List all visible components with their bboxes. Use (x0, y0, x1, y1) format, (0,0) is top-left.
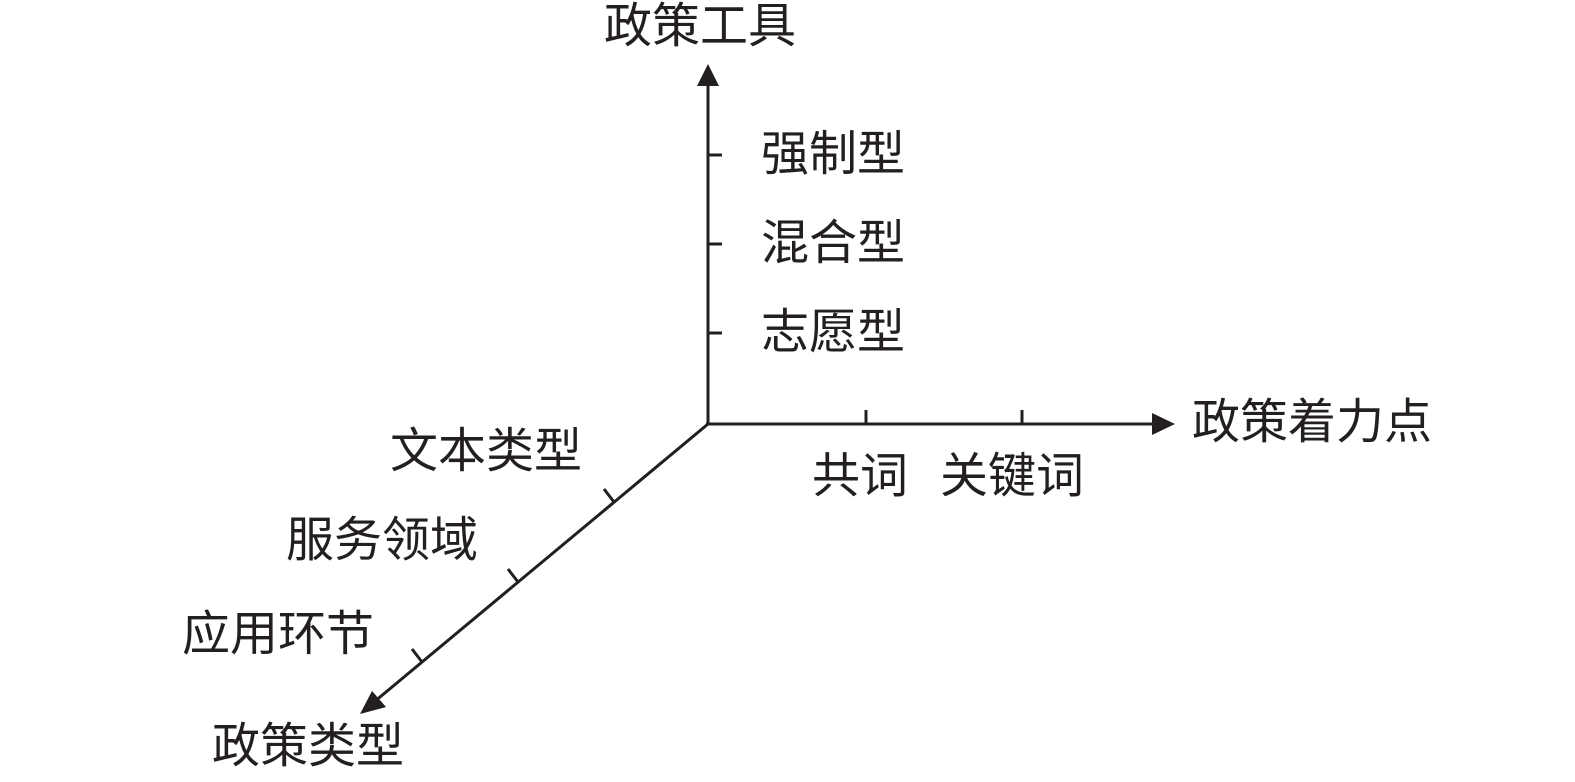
vertical-tick-label-2: 混合型 (761, 215, 906, 271)
vertical-tick-label-1: 强制型 (761, 126, 906, 182)
horizontal-axis-title: 政策着力点 (1192, 394, 1433, 450)
depth-tick-label-3: 应用环节 (182, 606, 375, 662)
depth-axis-arrow (360, 691, 386, 714)
depth-tick-1 (602, 488, 616, 503)
vertical-axis-title: 政策工具 (604, 0, 797, 54)
depth-tick-2 (506, 568, 520, 583)
depth-axis-line (373, 422, 709, 704)
vertical-axis-arrow (697, 64, 719, 86)
depth-axis-title: 政策类型 (212, 718, 405, 774)
depth-tick-label-1: 文本类型 (390, 423, 583, 479)
horizontal-axis-arrow (1152, 413, 1175, 435)
horizontal-tick-label-1: 共词 (812, 448, 909, 504)
horizontal-tick-label-2: 关键词 (940, 448, 1085, 504)
depth-tick-label-2: 服务领域 (286, 512, 479, 568)
depth-tick-3 (410, 648, 424, 663)
vertical-tick-label-3: 志愿型 (761, 304, 906, 360)
